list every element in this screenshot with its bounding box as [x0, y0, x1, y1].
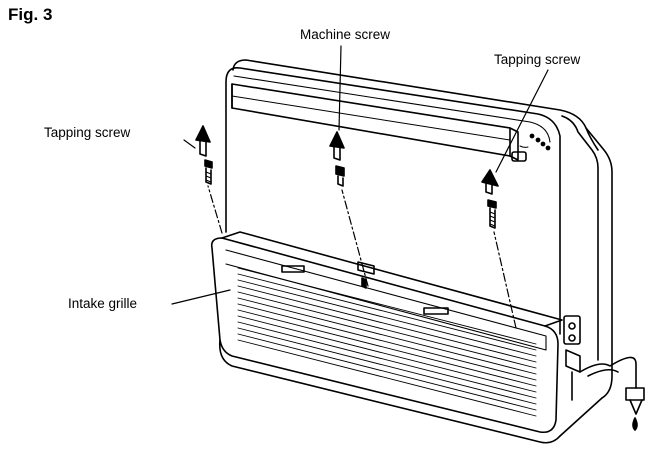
tapping-screw-left-label: Tapping screw: [44, 125, 131, 140]
tapping-screw-right-label: Tapping screw: [494, 52, 581, 67]
intake-grille: [210, 231, 563, 434]
tapping-screw-right: [481, 169, 499, 229]
figure-title: Fig. 3: [8, 5, 53, 24]
machine-screw: [329, 131, 345, 187]
leader-tapping-screw-right: [495, 69, 549, 173]
leader-machine-screw: [338, 45, 342, 131]
screw-path-center: [341, 189, 369, 287]
screw-path-right: [493, 231, 517, 329]
side-piping: [563, 315, 645, 431]
leader-tapping-screw-left: [183, 139, 196, 149]
machine-screw-label: Machine screw: [300, 27, 391, 42]
front-panel: [225, 66, 561, 335]
indicator-panel: [511, 133, 551, 162]
unit-base: [218, 339, 603, 444]
intake-grille-label: Intake grille: [68, 296, 138, 311]
unit-rear-body: [232, 59, 613, 399]
tapping-screw-left: [195, 125, 213, 185]
leader-intake-grille: [171, 289, 231, 305]
screw-path-left: [207, 185, 223, 234]
air-outlet-louver: [231, 83, 519, 161]
